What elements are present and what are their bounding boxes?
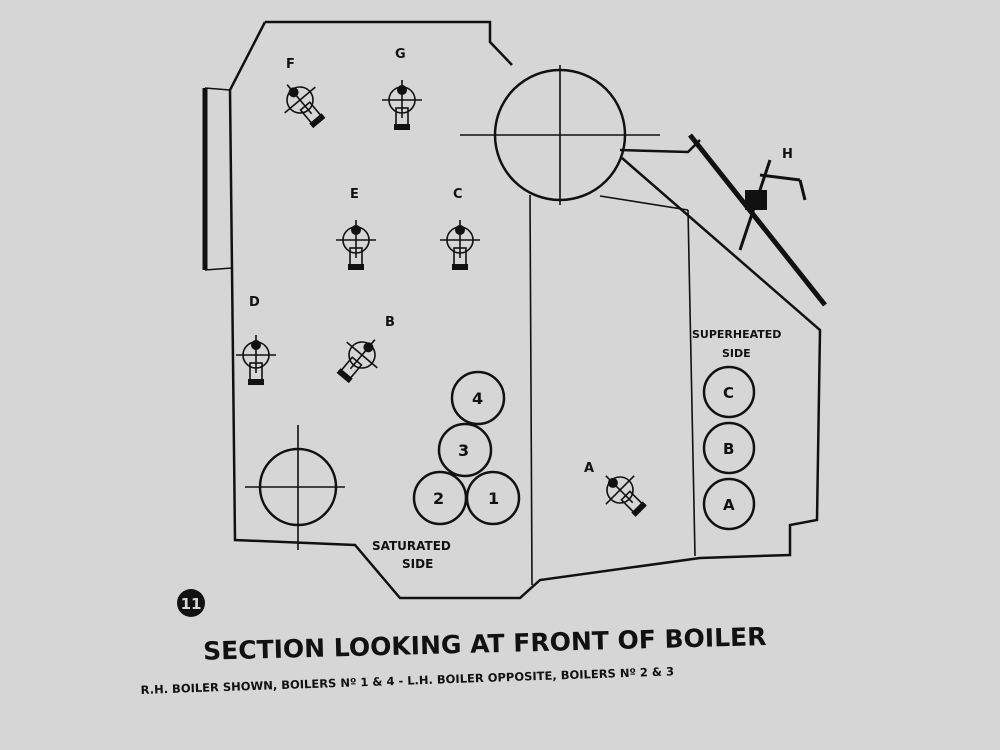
- diagram-title: SECTION LOOKING AT FRONT OF BOILER: [203, 622, 767, 666]
- svg-text:G: G: [395, 47, 406, 62]
- superheated-side-label: SIDE: [722, 347, 751, 360]
- tube-a-label: A: [723, 496, 735, 514]
- superheated-label: SUPERHEATED: [692, 328, 781, 341]
- svg-text:H: H: [782, 147, 793, 162]
- valve-e: E: [335, 187, 377, 271]
- divider-left: [529, 194, 533, 586]
- tube-b-label: B: [723, 440, 734, 458]
- tube-3-label: 3: [458, 441, 469, 460]
- superheated-tubes: C B A: [702, 365, 756, 531]
- tube-c-label: C: [723, 384, 734, 402]
- saturated-side-label: SIDE: [402, 557, 433, 571]
- valve-f: F: [271, 57, 336, 137]
- tube-1-label: 1: [488, 489, 499, 508]
- svg-text:11: 11: [181, 595, 202, 613]
- valve-h: H: [738, 147, 807, 251]
- svg-text:F: F: [286, 57, 295, 72]
- saturated-tubes: 4 3 2 1: [412, 370, 521, 526]
- diagram-subtitle: R.H. BOILER SHOWN, BOILERS Nº 1 & 4 - L.…: [140, 664, 674, 697]
- valve-g: G: [381, 47, 423, 131]
- svg-text:C: C: [453, 187, 463, 202]
- svg-text:A: A: [584, 461, 594, 476]
- valve-d: D: [235, 295, 277, 386]
- valve-c: C: [439, 187, 481, 271]
- front-plate: [688, 133, 827, 307]
- valve-b: B: [326, 315, 395, 392]
- svg-text:E: E: [350, 187, 359, 202]
- water-drum: [245, 425, 345, 550]
- steam-drum: [460, 65, 660, 205]
- valve-a: A: [584, 460, 657, 527]
- tube-2-label: 2: [433, 489, 444, 508]
- saturated-label: SATURATED: [372, 539, 451, 553]
- figure-number-badge: 11: [177, 589, 205, 617]
- svg-text:B: B: [385, 315, 395, 330]
- divider-right: [687, 209, 696, 557]
- svg-text:D: D: [249, 295, 260, 310]
- tube-4-label: 4: [472, 389, 483, 408]
